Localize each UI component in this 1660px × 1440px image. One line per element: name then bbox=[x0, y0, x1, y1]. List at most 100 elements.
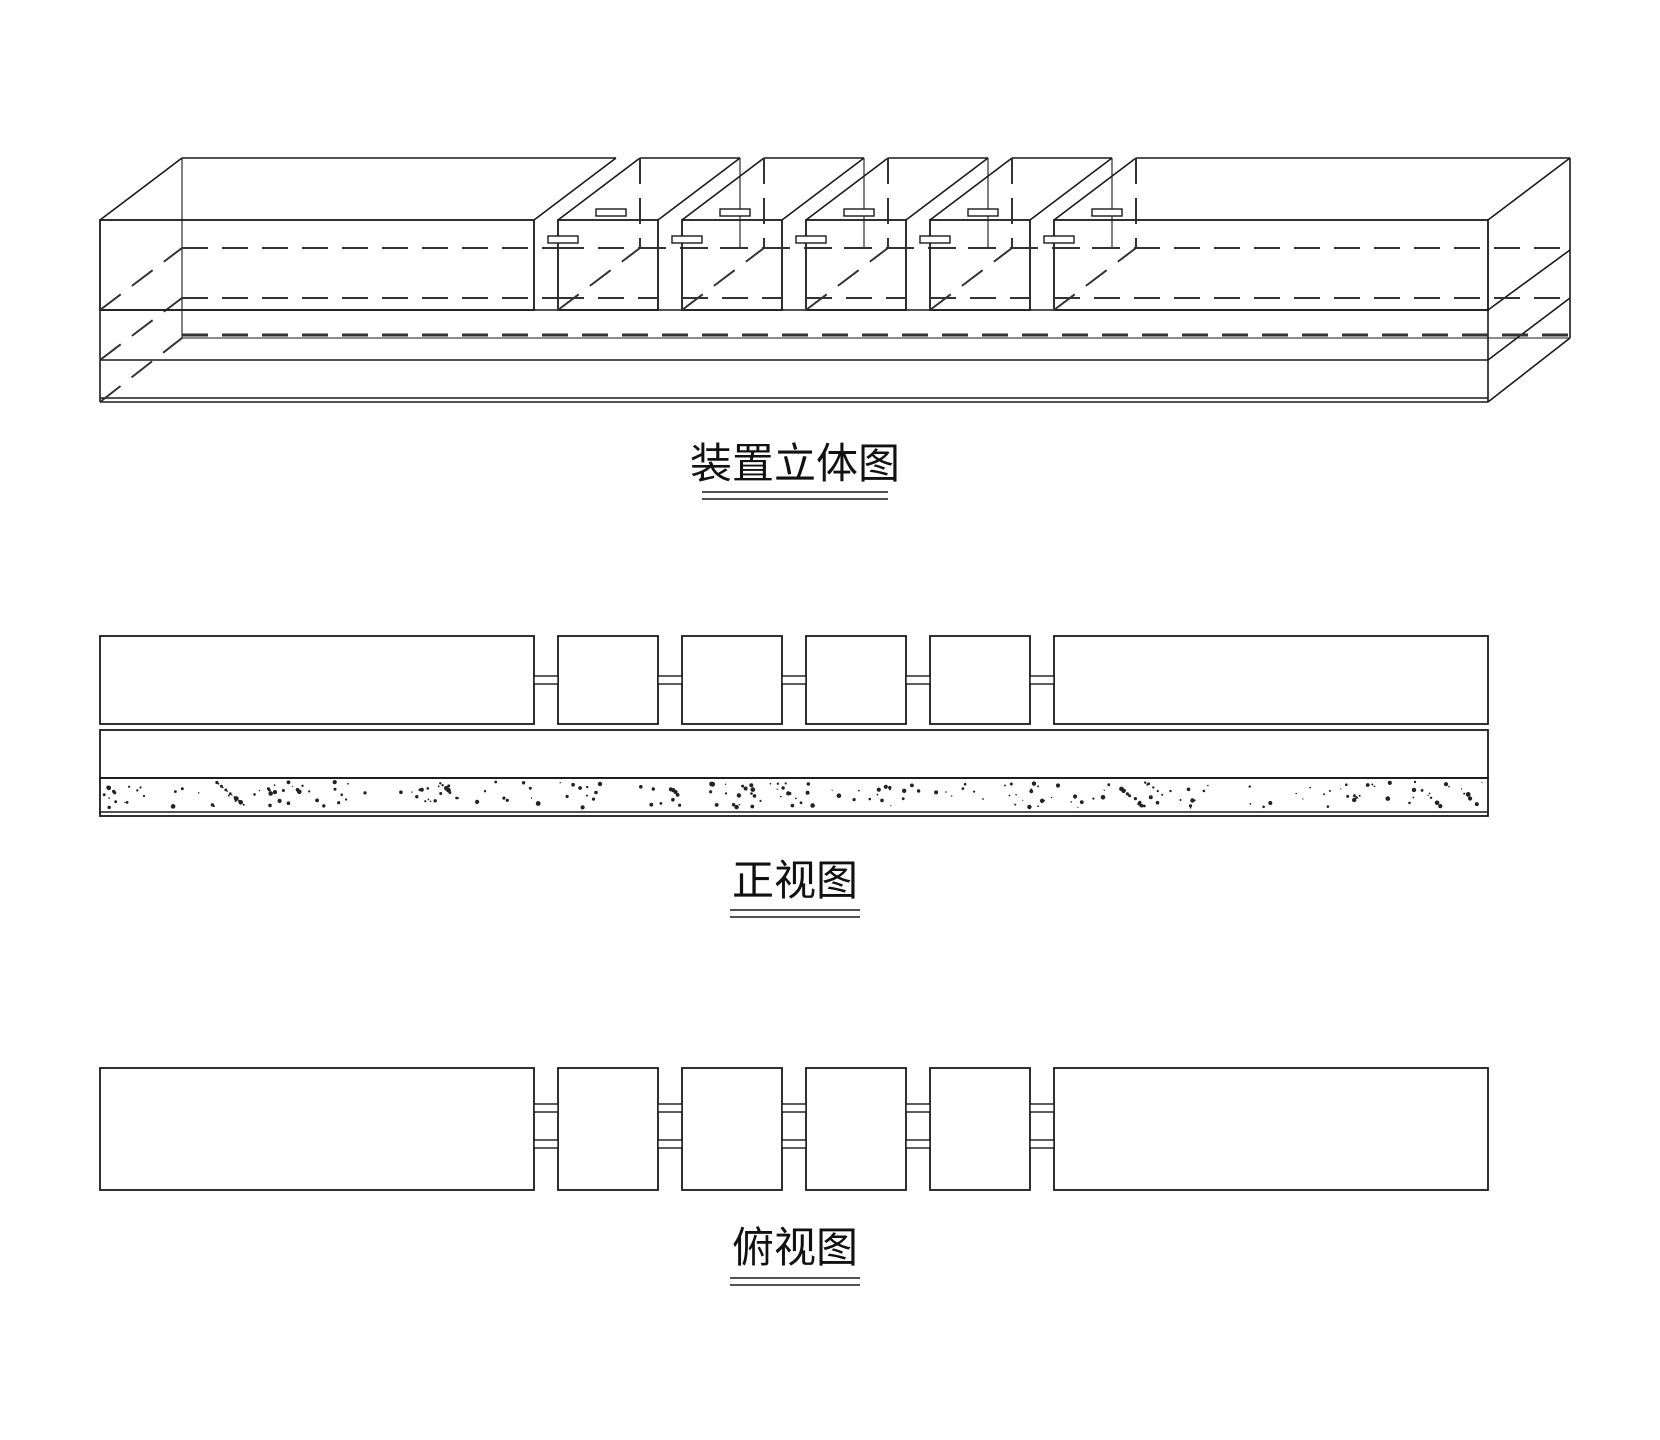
top-small-block-4 bbox=[929, 1067, 1031, 1191]
gravel-dot bbox=[836, 793, 842, 798]
gravel-dot bbox=[180, 787, 184, 791]
gravel-dot bbox=[852, 798, 856, 802]
gravel-dot bbox=[1050, 796, 1053, 799]
gravel-dot bbox=[752, 794, 757, 798]
gravel-dot bbox=[322, 804, 326, 808]
gravel-dot bbox=[1373, 785, 1376, 788]
gravel-dot bbox=[883, 784, 888, 789]
gravel-dot bbox=[1470, 798, 1472, 800]
gravel-dot bbox=[902, 788, 907, 793]
gravel-dot bbox=[528, 786, 532, 790]
gravel-dot bbox=[1481, 781, 1483, 784]
gravel-dot bbox=[437, 785, 440, 788]
gravel-dot bbox=[1077, 806, 1079, 809]
gravel-dot bbox=[750, 804, 755, 809]
gravel-dot bbox=[1125, 792, 1129, 796]
gravel-dot bbox=[530, 797, 533, 799]
gravel-dot bbox=[858, 789, 860, 792]
gravel-dot bbox=[1133, 797, 1137, 801]
gravel-dot bbox=[1022, 799, 1024, 801]
gravel-dot bbox=[1188, 804, 1193, 808]
gravel-dot bbox=[1439, 804, 1441, 807]
gravel-dot bbox=[888, 785, 892, 790]
gravel-dot bbox=[1463, 792, 1466, 795]
gravel-dot bbox=[1121, 788, 1126, 794]
gravel-dot bbox=[268, 791, 274, 796]
gravel-dot bbox=[427, 798, 430, 801]
gravel-dot bbox=[439, 792, 443, 795]
connector-markers bbox=[547, 208, 1123, 244]
gravel-dot bbox=[411, 791, 413, 793]
gravel-dot bbox=[649, 802, 654, 807]
gravel-dot bbox=[1031, 781, 1037, 786]
gravel-texture bbox=[102, 780, 1483, 810]
gravel-dot bbox=[1186, 787, 1191, 792]
gravel-dot bbox=[219, 784, 223, 788]
gravel-dot bbox=[222, 786, 224, 789]
gravel-dot bbox=[439, 782, 442, 785]
front-small-block-4 bbox=[929, 635, 1031, 725]
gravel-dot bbox=[759, 799, 762, 803]
gravel-dot bbox=[233, 796, 239, 801]
gravel-dot bbox=[286, 801, 291, 805]
gravel-dot bbox=[714, 803, 719, 807]
gravel-dot bbox=[505, 798, 509, 802]
gravel-dot bbox=[1055, 783, 1061, 788]
gravel-dot bbox=[535, 801, 541, 806]
gravel-dot bbox=[1139, 803, 1144, 808]
gravel-dot bbox=[441, 784, 444, 787]
gravel-dot bbox=[455, 796, 458, 800]
gravel-dot bbox=[659, 802, 663, 805]
gravel-dot bbox=[229, 792, 232, 795]
gravel-dot bbox=[231, 794, 233, 796]
gravel-dot bbox=[238, 800, 243, 805]
gravel-dot bbox=[901, 797, 905, 801]
gravel-dot bbox=[1248, 785, 1251, 788]
gravel-dot bbox=[916, 789, 921, 793]
gravel-dot bbox=[741, 784, 745, 788]
gravel-dot bbox=[1413, 780, 1417, 784]
gravel-dot bbox=[1387, 780, 1392, 786]
gravel-dot bbox=[1202, 789, 1206, 793]
gravel-dot bbox=[108, 797, 110, 799]
gravel-dot bbox=[1144, 781, 1147, 784]
gravel-dot bbox=[1295, 792, 1297, 795]
gravel-dot bbox=[1411, 787, 1417, 793]
front-left-large-block bbox=[99, 635, 535, 725]
gravel-dot bbox=[1037, 785, 1040, 788]
right-large-box bbox=[1053, 157, 1571, 311]
gravel-dot bbox=[565, 794, 569, 799]
gravel-dot bbox=[1008, 794, 1011, 797]
gravel-dot bbox=[1003, 784, 1006, 787]
gravel-dot bbox=[776, 788, 778, 790]
gravel-dot bbox=[805, 790, 810, 795]
gravel-dot bbox=[475, 799, 480, 805]
gravel-dot bbox=[1146, 783, 1149, 786]
gravel-dot bbox=[197, 792, 200, 794]
front-small-block-2 bbox=[681, 635, 783, 725]
gravel-dot bbox=[1371, 783, 1374, 786]
gravel-dot bbox=[1027, 804, 1032, 810]
gravel-dot bbox=[973, 790, 976, 793]
front-small-block-1 bbox=[557, 635, 659, 725]
gravel-dot bbox=[671, 797, 675, 802]
gravel-dot bbox=[447, 784, 451, 788]
gravel-dot bbox=[1460, 788, 1463, 790]
gravel-dot bbox=[273, 784, 276, 786]
gravel-dot bbox=[418, 788, 422, 792]
gravel-dot bbox=[277, 798, 282, 804]
gravel-dot bbox=[709, 781, 714, 787]
gravel-dot bbox=[1474, 802, 1479, 807]
gravel-dot bbox=[258, 789, 261, 792]
gravel-dot bbox=[102, 793, 106, 797]
gravel-dot bbox=[1079, 800, 1084, 804]
front-top-row bbox=[99, 635, 1489, 725]
gravel-dot bbox=[1465, 792, 1471, 797]
gravel-dot bbox=[114, 800, 118, 804]
gravel-dot bbox=[709, 790, 713, 794]
gravel-dot bbox=[578, 786, 582, 790]
gravel-dot bbox=[429, 800, 432, 803]
top-small-block-3 bbox=[805, 1067, 907, 1191]
gravel-dot bbox=[736, 793, 742, 798]
gravel-dot bbox=[1302, 798, 1304, 800]
